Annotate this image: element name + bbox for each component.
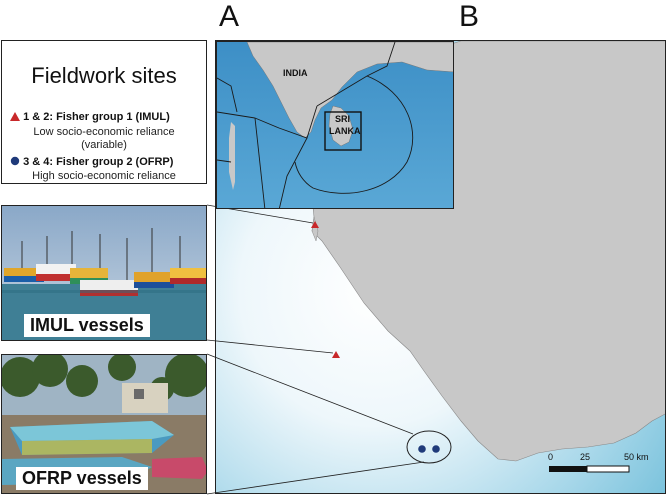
legend-title: Fieldwork sites xyxy=(31,63,177,88)
scale-tick-25: 25 xyxy=(580,452,591,462)
legend-item-imul-desc: Low socio-economic reliance xyxy=(33,126,175,138)
southern-sites-highlight xyxy=(406,430,452,464)
panel-letter-b: B xyxy=(459,0,480,33)
legend-box: Fieldwork sites 1 & 2: Fisher group 1 (I… xyxy=(1,40,207,184)
legend-item-imul-label: 1 & 2: Fisher group 1 (IMUL) xyxy=(23,111,170,123)
region-inset-map[interactable]: INDIA SRI LANKA xyxy=(216,41,454,209)
india-label: INDIA xyxy=(283,68,308,78)
imul-vessels-photo: IMUL vessels xyxy=(1,205,207,341)
legend-item-ofrp-label: 3 & 4: Fisher group 2 (OFRP) xyxy=(23,156,174,168)
lanka-label: LANKA xyxy=(329,126,361,136)
ofrp-vessels-photo: OFRP vessels xyxy=(1,354,207,494)
legend-item-imul: 1 & 2: Fisher group 1 (IMUL) xyxy=(10,111,170,123)
site-1-triangle-icon[interactable] xyxy=(311,221,319,228)
sri-label: SRI xyxy=(335,114,351,124)
india-land xyxy=(246,42,453,139)
scale-tick-0: 0 xyxy=(548,452,554,462)
ofrp-vessels-label: OFRP vessels xyxy=(16,467,148,490)
scale-tick-50: 50 km xyxy=(624,452,649,462)
legend-item-ofrp: 3 & 4: Fisher group 2 (OFRP) xyxy=(10,156,173,168)
site-3-circle-icon[interactable] xyxy=(418,445,426,453)
legend-item-imul-desc2: (variable) xyxy=(81,139,127,151)
focus-box xyxy=(324,111,362,151)
site-4-circle-icon[interactable] xyxy=(432,445,440,453)
red-triangle-icon xyxy=(10,112,20,121)
legend-item-ofrp-desc: High socio-economic reliance xyxy=(32,170,176,182)
imul-vessels-label: IMUL vessels xyxy=(24,314,150,337)
scale-bar: 0 25 50 km xyxy=(548,452,660,482)
panel-letter-a: A xyxy=(219,0,240,33)
blue-circle-icon xyxy=(10,156,20,166)
